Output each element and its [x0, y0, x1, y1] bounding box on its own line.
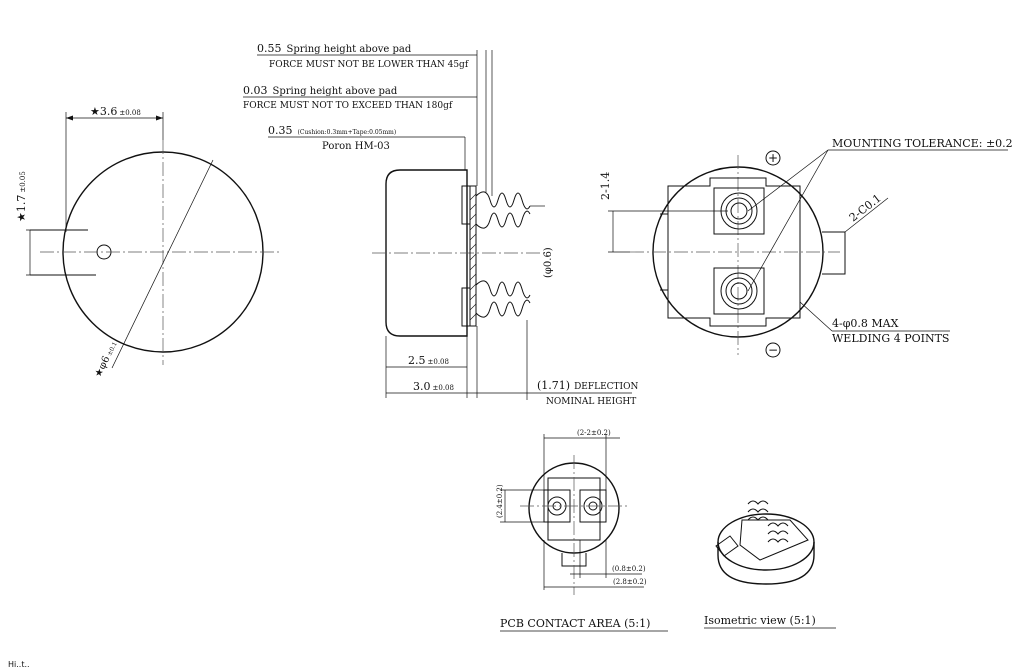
- minus-symbol: −: [768, 343, 778, 357]
- pcb-top-dim-label: (2-2±0.2): [577, 429, 611, 437]
- pcb-pad-right: [579, 489, 607, 523]
- iso-body: [717, 542, 815, 585]
- mounting-tolerance-label: MOUNTING TOLERANCE: ±0.2: [832, 137, 1013, 150]
- pad-hatch: [469, 193, 477, 321]
- pcb-bottom-dim-label: (2.8±0.2): [613, 578, 647, 586]
- nominal-height-label: NOMINAL HEIGHT: [546, 397, 636, 407]
- deflection-label: (1.71)DEFLECTION: [537, 379, 638, 392]
- pcb-caption: PCB CONTACT AREA (5:1): [500, 617, 650, 630]
- pcb-bracket: [547, 477, 601, 541]
- bracket: [667, 177, 801, 327]
- chamfer-leader: [844, 197, 889, 233]
- plus-symbol: +: [768, 151, 778, 165]
- back-tab: [822, 231, 846, 275]
- note1-force: FORCE MUST NOT BE LOWER THAN 45gf: [269, 60, 469, 70]
- note3-material: Poron HM-03: [322, 141, 390, 152]
- pitch-label: 2-1.4: [599, 172, 612, 200]
- cushion-bottom: [461, 287, 471, 327]
- weld-spec-label: 4-φ0.8 MAX: [832, 317, 899, 330]
- spring-top: [475, 191, 531, 229]
- pcb-left-dim-label: (2.4±0.2): [496, 484, 504, 518]
- iso-spring-left: [747, 500, 769, 521]
- iso-bracket: [739, 519, 809, 561]
- weld-leader: [799, 301, 833, 332]
- note3-value: 0.35(Cushion:0.3mm+Tape:0.05mm): [268, 124, 396, 137]
- body-dim-label: 2.5±0.08: [408, 354, 449, 367]
- bracket-edge: [660, 213, 669, 291]
- terminal-pad-minus: [713, 267, 765, 315]
- iso-spring-right: [767, 522, 789, 543]
- diameter-leader: [111, 159, 214, 369]
- terminal-minus: [713, 267, 765, 315]
- pcb-contact-view: (2-2±0.2) (2.4±0.2) (0.8±0.2) (2.8±0.2) …: [496, 429, 668, 632]
- cushion-top: [461, 185, 471, 225]
- note2-force: FORCE MUST NOT TO EXCEED THAN 180gf: [243, 101, 453, 111]
- spring-diameter-label: (φ0.6): [543, 247, 554, 278]
- coil-inner-minus: [730, 282, 748, 300]
- coil-mid-minus: [725, 277, 753, 305]
- front-width-label: ★3.6±0.08: [90, 105, 141, 118]
- pcb-coil-right: [583, 496, 603, 516]
- spring-bottom: [475, 280, 531, 318]
- total-dim-label: 3.0±0.08: [413, 380, 454, 393]
- front-height-label: ★1.7±0.05: [15, 171, 28, 222]
- motor-body: [385, 169, 468, 337]
- tolerance-leader-2: [747, 149, 829, 292]
- iso-top: [717, 513, 815, 571]
- back-view: + − MOUNTING TOLERANCE: ±0.2 2-C0.1 2-1.…: [599, 137, 1013, 358]
- plus-circle: [765, 150, 781, 166]
- coil-outer-minus: [720, 272, 758, 310]
- iso-tab: [715, 535, 739, 557]
- tolerance-leader-1: [747, 149, 829, 212]
- isometric-view: Isometric view (5:1): [704, 500, 836, 629]
- front-view: ★3.6±0.08 ★1.7±0.05 ★φ6±0.1: [15, 105, 282, 379]
- chamfer-label: 2-C0.1: [847, 192, 884, 225]
- pcb-pad-dim-label: (0.8±0.2): [612, 565, 646, 573]
- footer-text: Hi..t..: [8, 660, 30, 669]
- pad-plate: [469, 185, 477, 327]
- iso-caption: Isometric view (5:1): [704, 614, 816, 627]
- weld-points-label: WELDING 4 POINTS: [832, 332, 949, 345]
- coil-inner-plus: [730, 202, 748, 220]
- minus-circle: [765, 342, 781, 358]
- front-diameter-label: ★φ6±0.1: [93, 340, 120, 380]
